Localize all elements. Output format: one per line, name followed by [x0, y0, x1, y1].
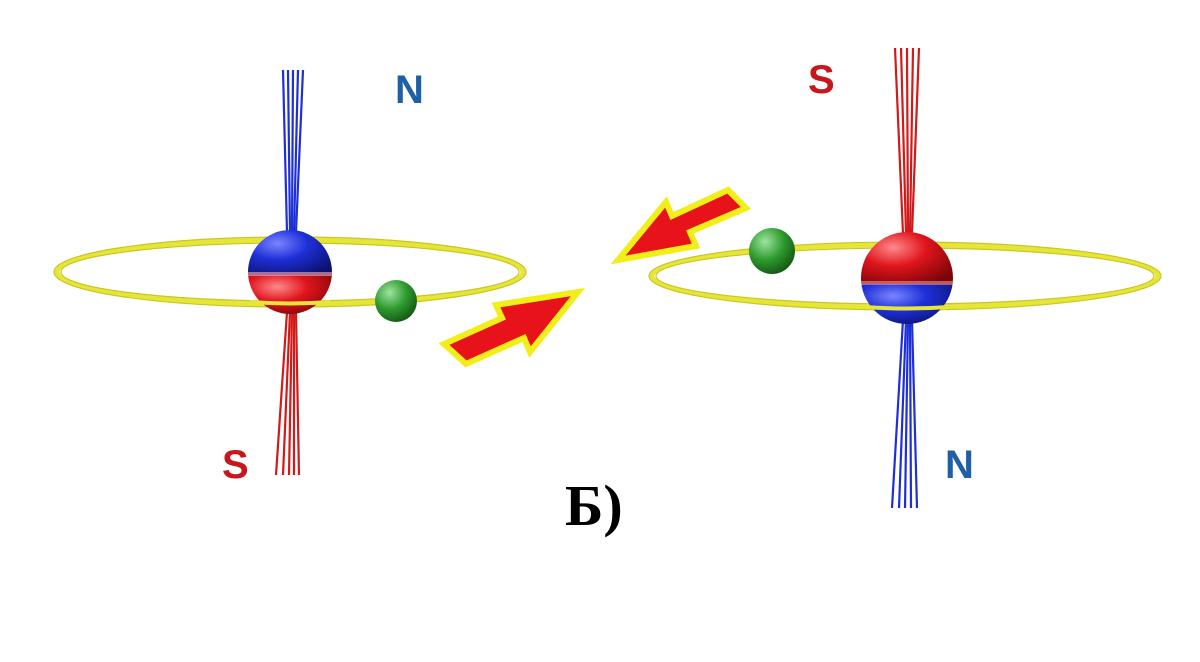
left-field-lines-north [281, 69, 305, 233]
attraction-arrow-icon [438, 287, 586, 368]
right-atom: S N [648, 47, 1162, 509]
electron-sphere-icon [749, 228, 795, 274]
electron-sphere-icon [375, 280, 417, 322]
left-field-lines-south [274, 311, 301, 476]
attraction-arrow-icon [610, 186, 752, 265]
right-bottom-pole-label: N [945, 443, 974, 487]
left-atom: N S [53, 68, 527, 487]
left-bottom-pole-label: S [222, 443, 249, 487]
right-field-lines-south [893, 47, 921, 235]
left-top-pole-label: N [395, 68, 424, 112]
right-field-lines-north [890, 319, 919, 509]
figure-caption: Б) [565, 473, 623, 538]
right-top-pole-label: S [808, 58, 835, 102]
